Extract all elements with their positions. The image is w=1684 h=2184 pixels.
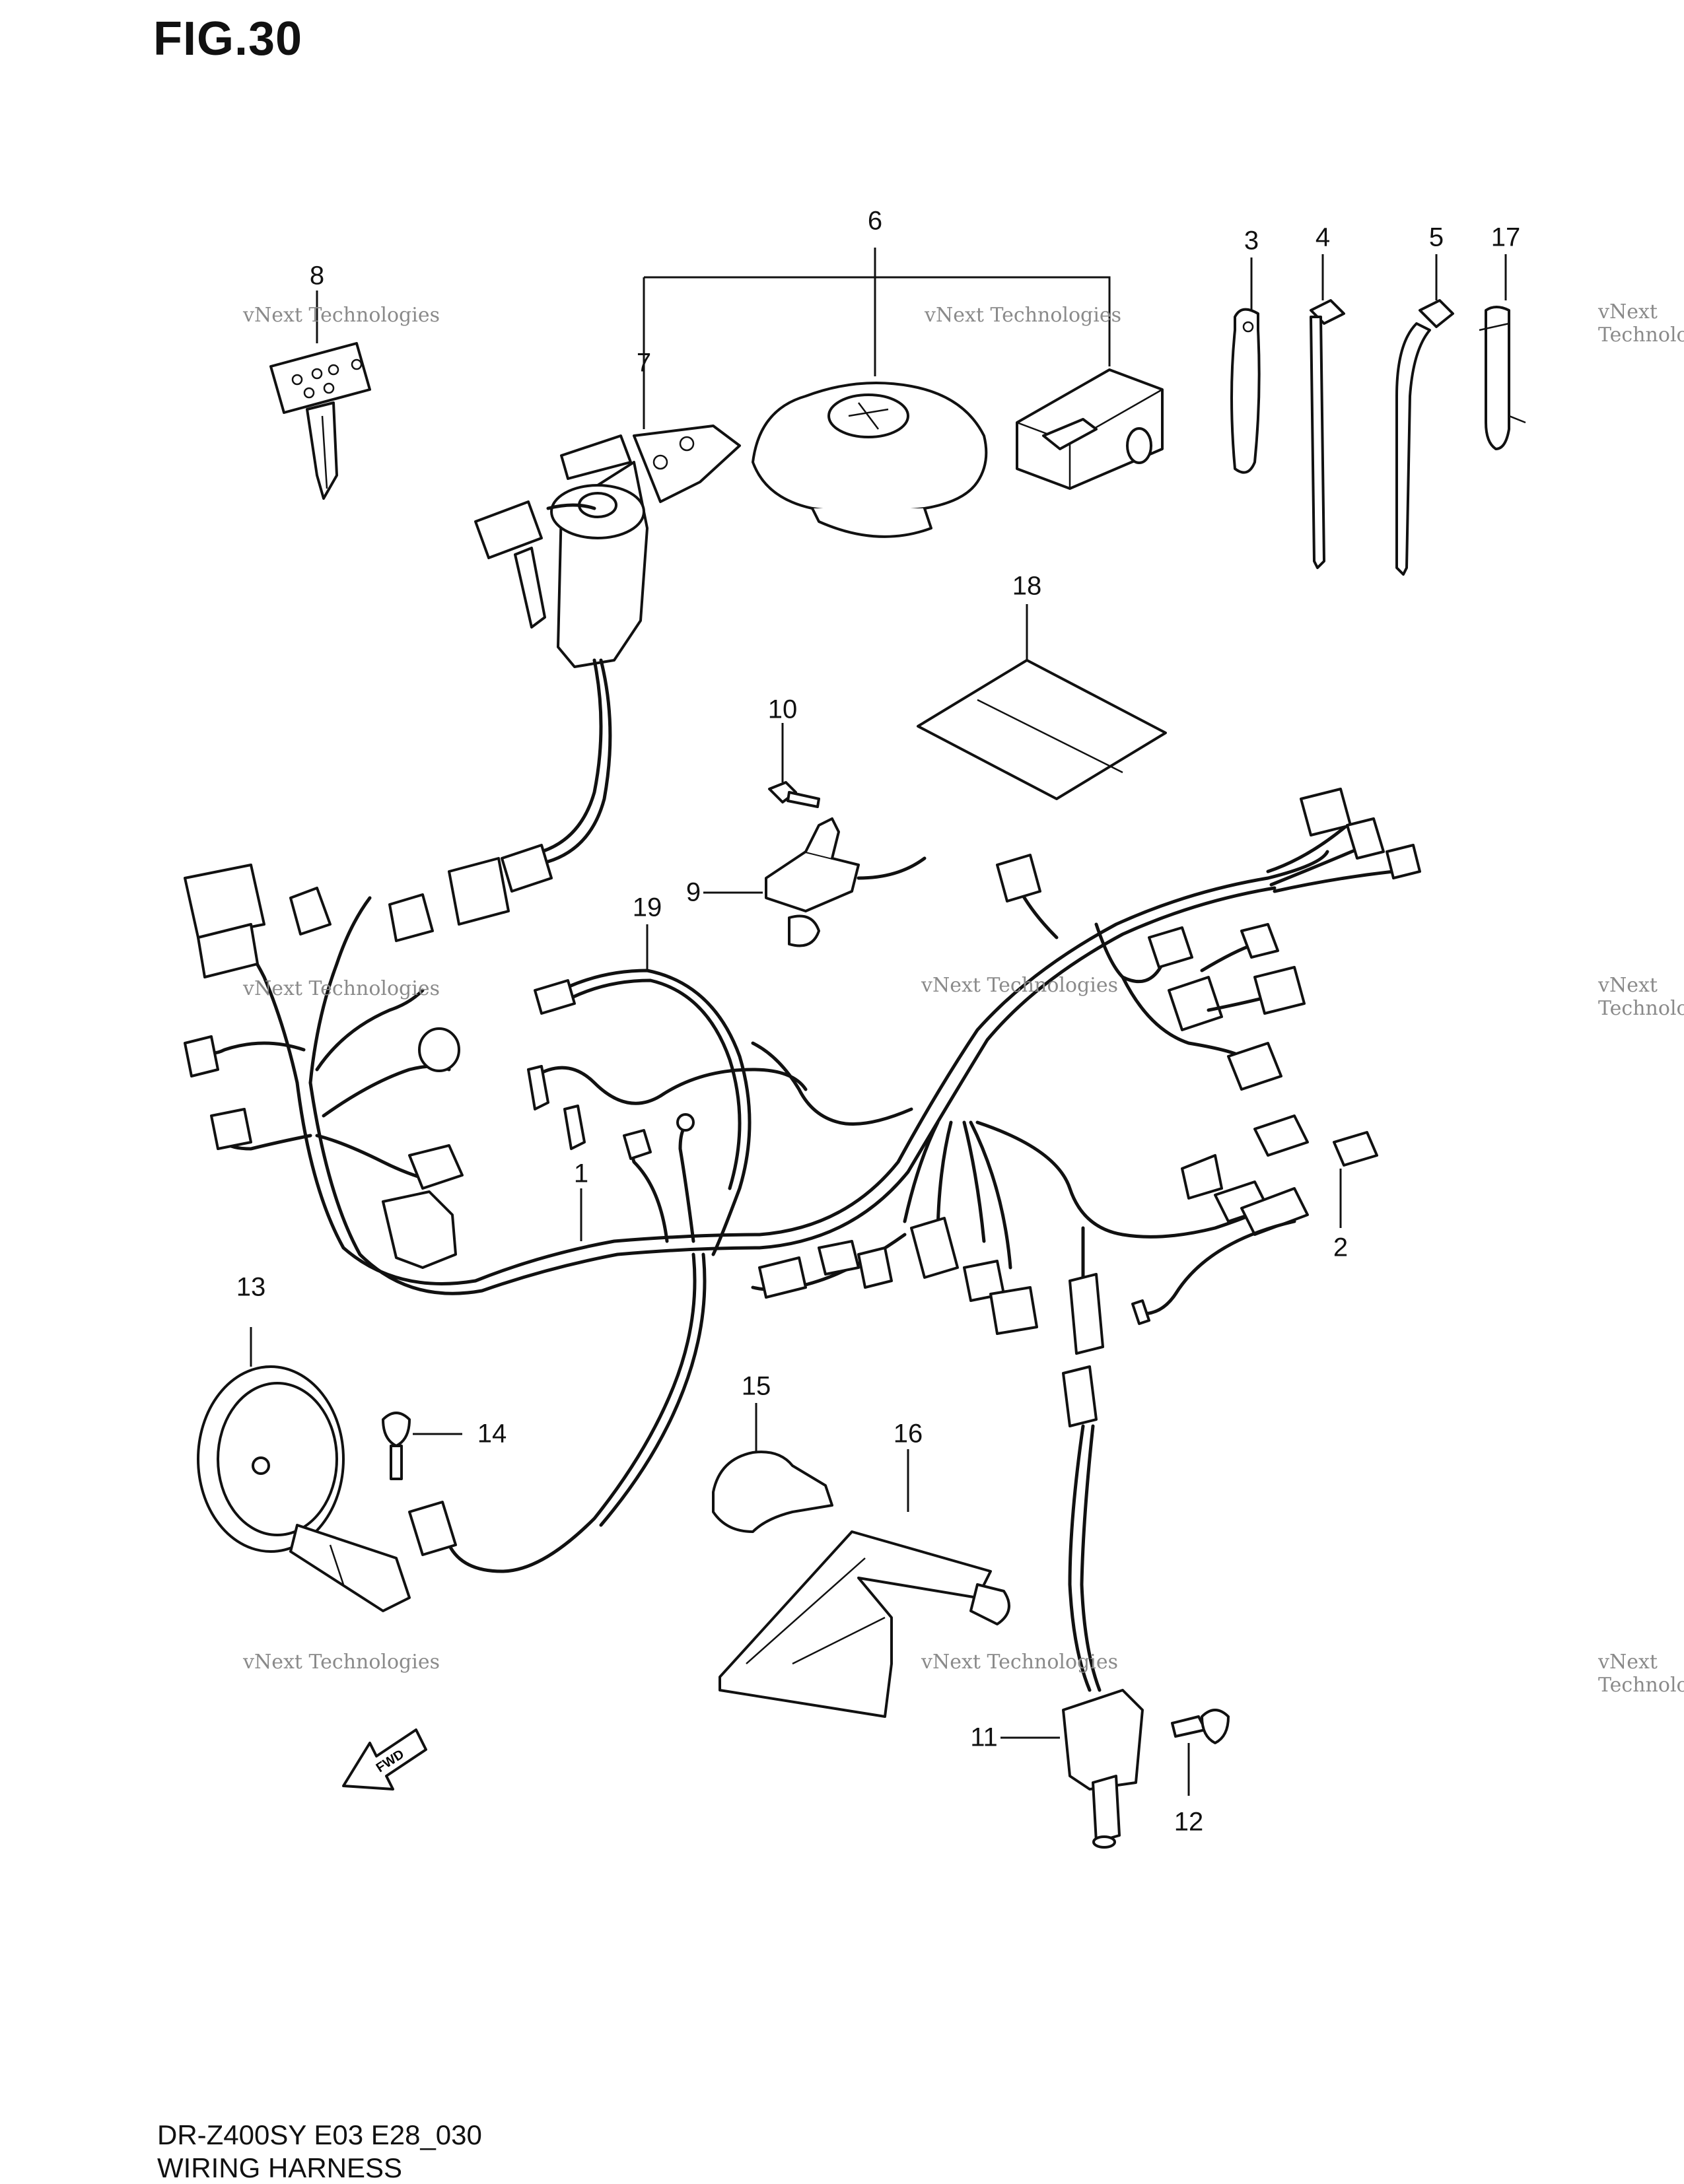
part-19-sub-harness[interactable] [527, 924, 913, 1256]
callout-18[interactable]: 18 [1012, 571, 1042, 601]
callout-7[interactable]: 7 [636, 348, 652, 378]
figure-title: FIG.30 [153, 13, 303, 65]
callout-19[interactable]: 19 [632, 893, 662, 922]
part-4-tie[interactable] [1310, 254, 1345, 569]
callout-5[interactable]: 5 [1428, 222, 1444, 252]
model-code: DR-Z400SY E03 E28_030 [157, 2119, 482, 2150]
callout-4[interactable]: 4 [1315, 222, 1331, 252]
callout-16[interactable]: 16 [893, 1419, 923, 1449]
part-8-key[interactable] [269, 342, 371, 500]
part-6-fuel-cap[interactable] [752, 382, 988, 538]
callout-10[interactable]: 10 [767, 695, 798, 724]
figure-caption: WIRING HARNESS [157, 2152, 403, 2183]
part-1-main-harness[interactable] [184, 788, 1421, 1692]
part-13-horn[interactable] [197, 1327, 411, 1612]
part-10-bolt[interactable] [768, 723, 820, 808]
callout-12[interactable]: 12 [1174, 1807, 1204, 1837]
callout-2[interactable]: 2 [1333, 1233, 1349, 1262]
callout-15[interactable]: 15 [741, 1371, 771, 1401]
part-12-bolt[interactable] [1171, 1709, 1230, 1796]
callout-3[interactable]: 3 [1244, 226, 1259, 256]
part-16-bracket[interactable] [719, 1449, 1010, 1718]
part-6-lock-body[interactable] [1016, 368, 1164, 490]
part-18-tape[interactable] [917, 604, 1167, 800]
callout-1[interactable]: 1 [573, 1159, 589, 1188]
callout-17[interactable]: 17 [1491, 222, 1521, 252]
part-7-ignition-switch[interactable] [448, 425, 741, 926]
part-9-switch[interactable] [703, 817, 927, 947]
part-5-tie[interactable] [1395, 254, 1454, 576]
callout-11[interactable]: 11 [970, 1723, 998, 1752]
part-11-switch[interactable] [1000, 1689, 1144, 1849]
part-15-cover[interactable] [712, 1403, 833, 1533]
callout-9[interactable]: 9 [685, 877, 701, 907]
callout-13[interactable]: 13 [236, 1272, 266, 1302]
callout-6[interactable]: 6 [867, 206, 883, 236]
part-14-bolt[interactable] [382, 1412, 462, 1480]
callout-14[interactable]: 14 [477, 1419, 507, 1449]
fwd-arrow-icon: FWD [342, 1728, 427, 1791]
part-17-clamp[interactable] [1479, 254, 1526, 450]
callout-8[interactable]: 8 [309, 261, 325, 290]
part-3-clamp[interactable] [1230, 257, 1261, 474]
